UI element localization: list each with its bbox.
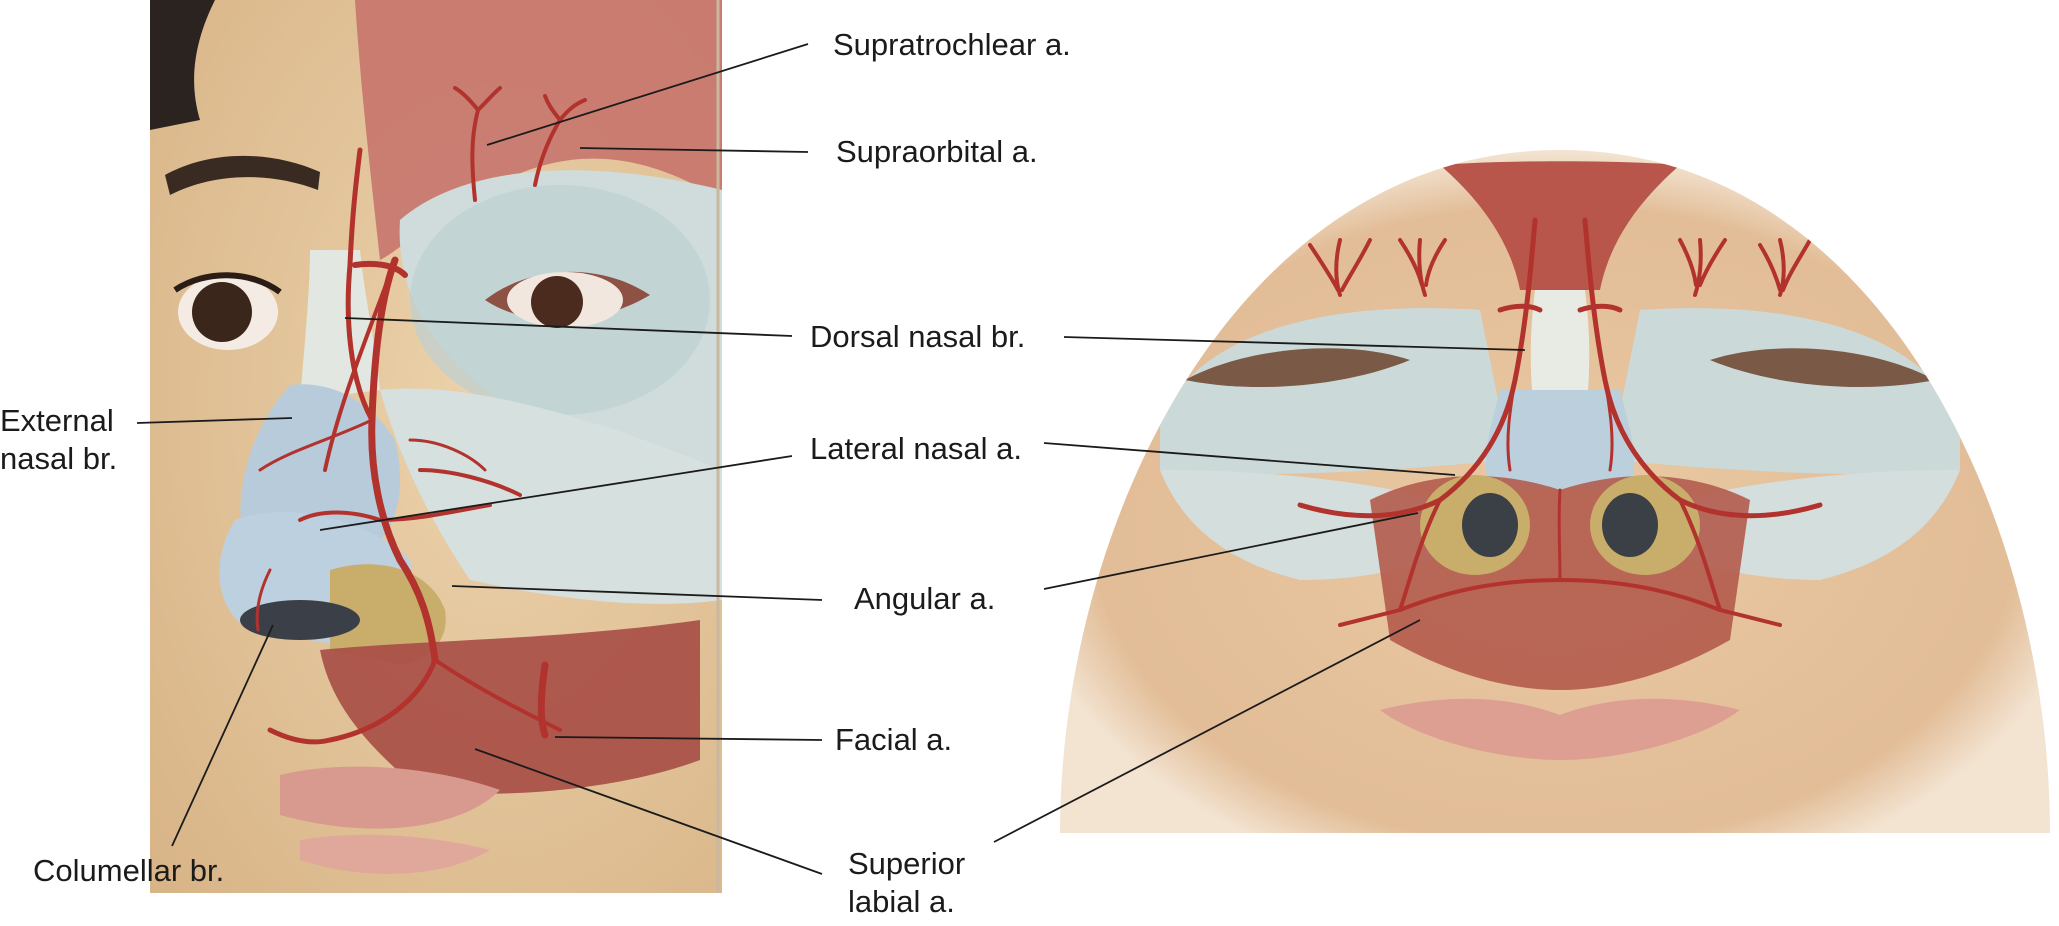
left-arteries: [255, 86, 587, 745]
leader-angular-left: [451, 585, 823, 601]
label-external-nasal-line1: External: [0, 403, 114, 438]
right-orbit-left-side: [1160, 308, 1510, 475]
label-supratrochlear: Supratrochlear a.: [833, 27, 1071, 62]
right-orbit-right-side: [1610, 308, 1960, 475]
frontal-nasal-cartilage: [1485, 390, 1635, 490]
nostril-left: [1462, 493, 1518, 557]
label-dorsal-nasal: Dorsal nasal br.: [810, 319, 1026, 354]
right-face-panel: [1060, 150, 2050, 833]
label-lateral-nasal: Lateral nasal a.: [810, 431, 1022, 466]
upper-lip: [280, 766, 500, 829]
frontal-upper-lip: [1380, 698, 1740, 760]
leader-lateral-nasal-left: [319, 455, 793, 531]
leader-supratrochlear: [486, 43, 809, 146]
label-superior-labial-line1: Superior: [848, 846, 966, 881]
label-external-nasal-line2: nasal br.: [0, 441, 118, 476]
label-columellar: Columellar br.: [33, 853, 225, 888]
closed-eye-left: [1185, 348, 1410, 388]
label-superior-labial-line2: labial a.: [848, 884, 955, 919]
label-superior-labial: Superior labial a.: [848, 845, 1008, 921]
leader-facial: [554, 736, 823, 741]
leader-angular-right: [1043, 512, 1419, 590]
leader-supraorbital: [579, 147, 809, 153]
leader-columellar: [171, 624, 274, 847]
label-facial: Facial a.: [835, 722, 953, 757]
maxilla: [380, 388, 722, 604]
right-eye-iris: [531, 276, 583, 328]
nostril-right: [1602, 493, 1658, 557]
label-external-nasal: External nasal br.: [0, 402, 130, 478]
hair: [150, 0, 215, 130]
right-arteries: [1297, 217, 1823, 627]
frontal-nasal-bone: [1530, 290, 1590, 390]
leader-superior-labial-right: [993, 619, 1421, 843]
lower-lip: [300, 834, 490, 874]
left-eye-iris: [192, 282, 252, 342]
leader-lines: [136, 43, 1526, 875]
nasal-bone: [300, 250, 380, 400]
left-face-panel: [150, 0, 722, 893]
label-angular: Angular a.: [854, 581, 996, 616]
orbicularis-oris: [320, 620, 700, 794]
procerus-muscle: [1440, 161, 1680, 290]
closed-eye-right: [1710, 348, 1935, 388]
label-supraorbital: Supraorbital a.: [836, 134, 1038, 169]
left-eyebrow: [165, 155, 320, 195]
leader-dorsal-nasal-right: [1063, 336, 1526, 351]
leader-lateral-nasal-right: [1043, 442, 1456, 476]
leader-superior-labial-left: [474, 748, 823, 875]
leader-external-nasal: [136, 417, 293, 424]
leader-dorsal-nasal-left: [344, 317, 793, 337]
